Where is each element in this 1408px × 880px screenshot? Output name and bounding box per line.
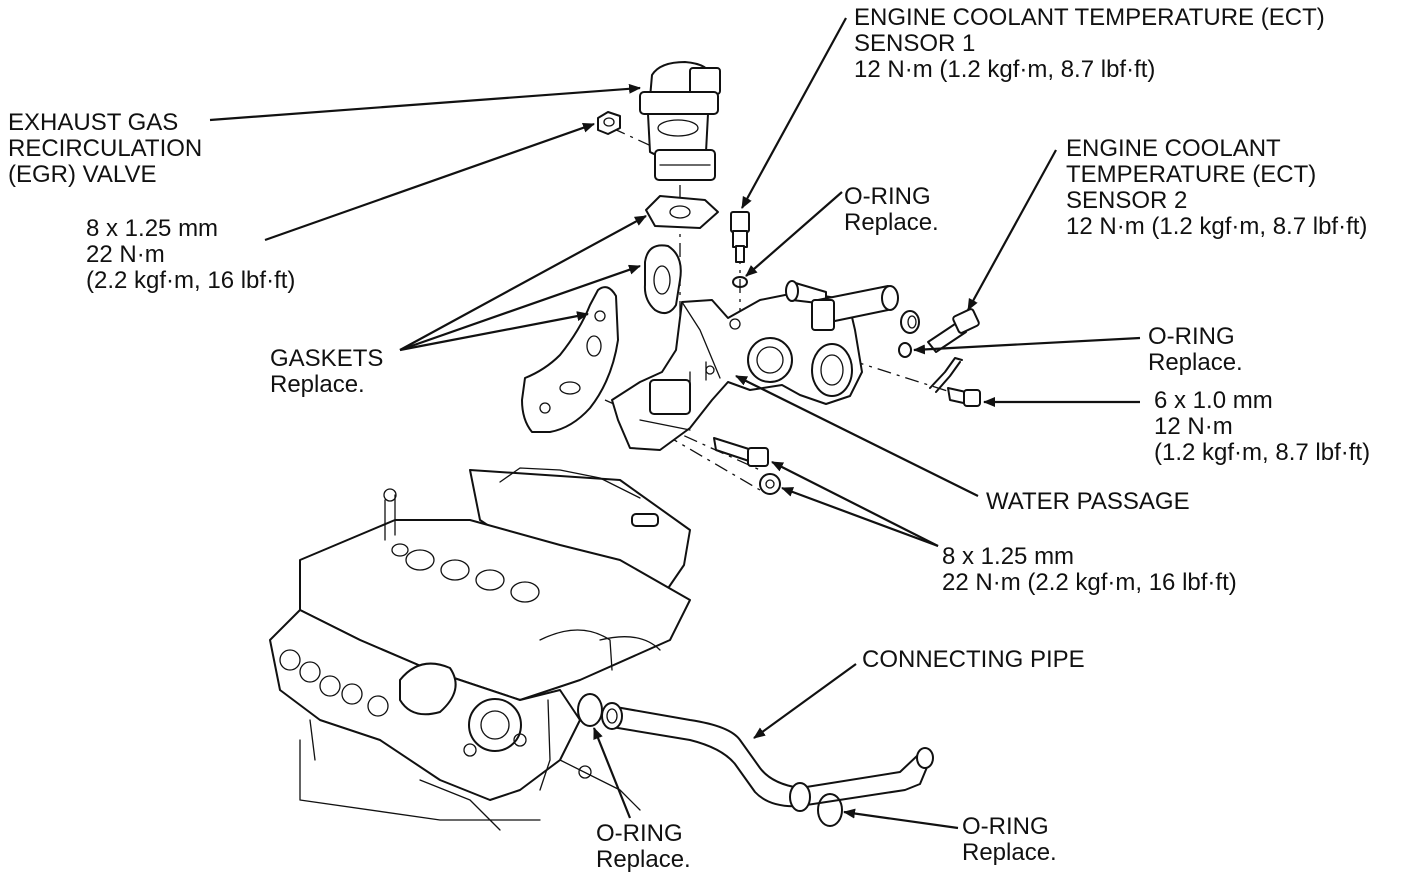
water-passage-gasket (521, 286, 619, 433)
label-ect-sensor-1-line-1: ENGINE COOLANT TEMPERATURE (ECT) (854, 4, 1325, 31)
label-connecting-pipe-line-1: CONNECTING PIPE (862, 646, 1085, 673)
o-ring-pipe-right (817, 793, 843, 827)
bolt-8mm-long (713, 437, 769, 467)
nut-8mm (759, 473, 781, 495)
engine-block (269, 467, 691, 831)
egr-valve (639, 61, 721, 181)
bolt-6mm (947, 387, 981, 407)
label-o-ring-sensor-2-line-1: O-RING (1148, 323, 1235, 350)
egr-mounting-nut (597, 111, 621, 135)
label-o-ring-sensor-1-line-2: Replace. (844, 209, 939, 236)
label-egr-valve: EXHAUST GAS RECIRCULATION (EGR) VALVE (8, 110, 202, 188)
label-egr-bolt-line-2: 22 N·m (86, 241, 165, 268)
label-egr-bolt-line-3: (2.2 kgf·m, 16 lbf·ft) (86, 267, 296, 294)
egr-gasket-middle (643, 244, 682, 315)
label-gaskets-line-1: GASKETS (270, 345, 384, 372)
connecting-pipe (601, 702, 934, 812)
label-ect-sensor-1: ENGINE COOLANT TEMPERATURE (ECT) SENSOR … (854, 5, 1325, 83)
o-ring-pipe-left (577, 693, 603, 727)
label-bolt-8mm: 8 x 1.25 mm 22 N·m (2.2 kgf·m, 16 lbf·ft… (942, 544, 1237, 596)
ect-sensor-1 (730, 211, 750, 263)
label-ect-sensor-2-line-3: SENSOR 2 (1066, 187, 1188, 214)
label-gaskets-line-2: Replace. (270, 371, 365, 398)
label-ect-sensor-1-line-3: 12 N·m (1.2 kgf·m, 8.7 lbf·ft) (854, 56, 1156, 83)
label-ect-sensor-2-line-4: 12 N·m (1.2 kgf·m, 8.7 lbf·ft) (1066, 213, 1368, 240)
label-egr-bolt-line-1: 8 x 1.25 mm (86, 215, 219, 242)
label-o-ring-pipe-right: O-RING Replace. (962, 814, 1057, 866)
label-bolt-8mm-line-1: 8 x 1.25 mm (942, 543, 1075, 570)
label-egr-valve-line-1: EXHAUST GAS (8, 109, 179, 136)
label-o-ring-sensor-1: O-RING Replace. (844, 184, 939, 236)
label-connecting-pipe: CONNECTING PIPE (862, 647, 1085, 673)
label-ect-sensor-2: ENGINE COOLANT TEMPERATURE (ECT) SENSOR … (1066, 136, 1367, 240)
label-egr-valve-line-3: (EGR) VALVE (8, 161, 157, 188)
label-bolt-6mm-line-1: 6 x 1.0 mm (1154, 387, 1273, 414)
label-o-ring-sensor-1-line-1: O-RING (844, 183, 931, 210)
label-o-ring-pipe-right-line-1: O-RING (962, 813, 1049, 840)
nut-right (900, 310, 920, 334)
ect-sensor-2 (927, 308, 980, 353)
label-ect-sensor-2-line-2: TEMPERATURE (ECT) (1066, 161, 1317, 188)
egr-gasket-upper (645, 195, 719, 229)
leader-lines (209, 17, 1141, 830)
label-bolt-6mm-line-3: (1.2 kgf·m, 8.7 lbf·ft) (1154, 439, 1371, 466)
label-gaskets: GASKETS Replace. (270, 346, 383, 398)
label-o-ring-sensor-2: O-RING Replace. (1148, 324, 1243, 376)
water-passage (611, 280, 899, 451)
label-o-ring-sensor-2-line-2: Replace. (1148, 349, 1243, 376)
label-egr-valve-line-2: RECIRCULATION (8, 135, 203, 162)
label-ect-sensor-2-line-1: ENGINE COOLANT (1066, 135, 1281, 162)
o-ring-sensor-2 (898, 342, 912, 358)
label-o-ring-pipe-left-line-1: O-RING (596, 820, 683, 847)
o-ring-sensor-1 (732, 276, 748, 288)
label-egr-bolt: 8 x 1.25 mm 22 N·m (2.2 kgf·m, 16 lbf·ft… (86, 216, 295, 294)
label-bolt-8mm-line-2: 22 N·m (2.2 kgf·m, 16 lbf·ft) (942, 569, 1237, 596)
label-water-passage: WATER PASSAGE (986, 489, 1190, 515)
label-bolt-6mm-line-2: 12 N·m (1154, 413, 1233, 440)
label-water-passage-line-1: WATER PASSAGE (986, 488, 1190, 515)
bracket-clip (929, 357, 963, 393)
label-ect-sensor-1-line-2: SENSOR 1 (854, 30, 976, 57)
label-o-ring-pipe-left-line-2: Replace. (596, 846, 691, 873)
label-bolt-6mm: 6 x 1.0 mm 12 N·m (1.2 kgf·m, 8.7 lbf·ft… (1154, 388, 1370, 466)
label-o-ring-pipe-right-line-2: Replace. (962, 839, 1057, 866)
label-o-ring-pipe-left: O-RING Replace. (596, 821, 691, 873)
